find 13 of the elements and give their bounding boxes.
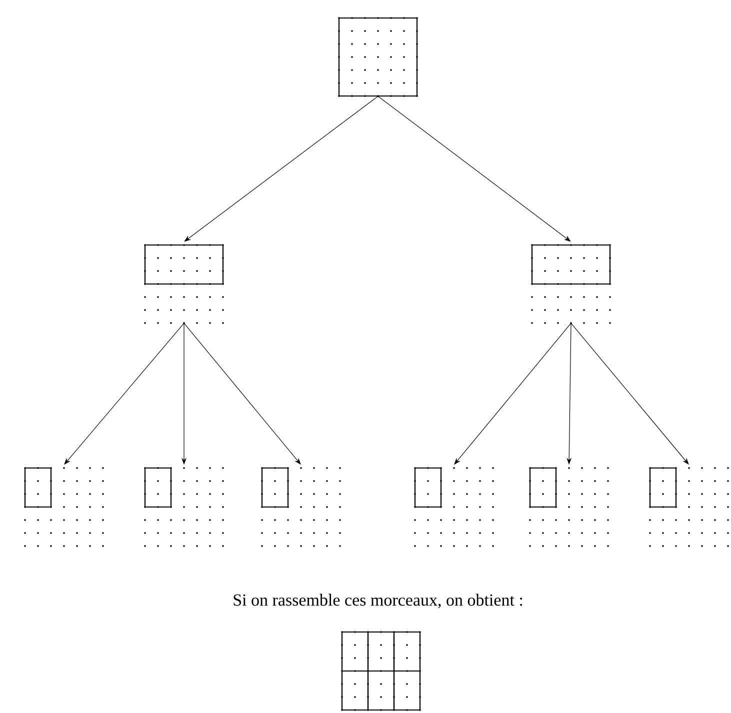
dot-grid-drawing <box>529 467 609 547</box>
dot-grid-drawing <box>649 467 729 547</box>
dot-grid-drawing <box>24 467 104 547</box>
dot-grid-drawing <box>144 467 224 547</box>
arrow <box>378 96 571 242</box>
dot-grid-drawing <box>144 244 224 324</box>
arrow <box>184 96 378 242</box>
dot-grid-drawing <box>414 467 494 547</box>
dot-grid-drawing <box>341 631 421 711</box>
dot-grid-drawing <box>531 244 611 324</box>
dot-grid-drawing <box>338 17 418 97</box>
caption-text: Si on rassemble ces morceaux, on obtient : <box>234 594 522 608</box>
dot-grid-drawing <box>261 467 341 547</box>
